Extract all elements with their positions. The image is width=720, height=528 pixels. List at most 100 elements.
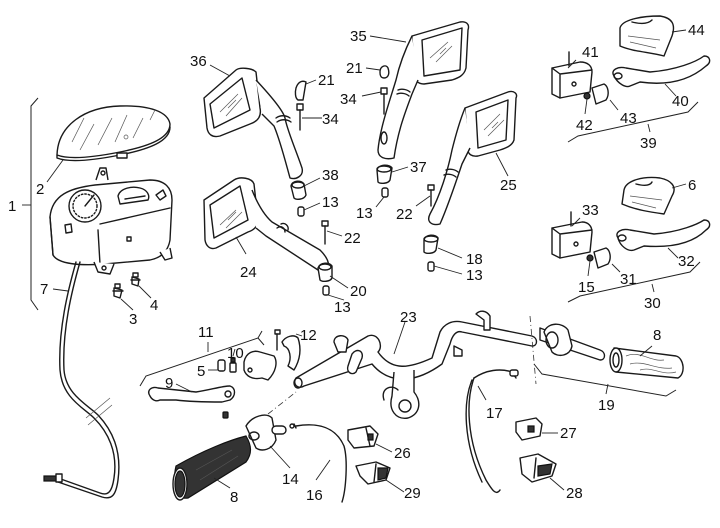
label-35: 35 <box>350 28 367 45</box>
throttle-housing-14 <box>245 414 287 451</box>
leader-14 <box>269 445 291 469</box>
leader-13d <box>433 265 463 275</box>
master-cylinder-41 <box>551 51 609 105</box>
label-24: 24 <box>240 264 257 281</box>
leader-42 <box>584 98 588 115</box>
clamp-12 <box>274 329 301 371</box>
reservoir-cover-44 <box>619 15 675 57</box>
label-15: 15 <box>578 279 595 296</box>
label-19: 19 <box>598 397 615 414</box>
label-38: 38 <box>322 167 339 184</box>
instrument-cluster <box>49 167 173 275</box>
brake-lever-40 <box>612 55 711 88</box>
mirror-mount-18 <box>423 234 439 255</box>
leader-2 <box>46 159 64 183</box>
screw-22a <box>321 220 329 245</box>
small-nut <box>222 411 229 419</box>
label-40: 40 <box>672 93 689 110</box>
pivot-screw-10 <box>229 357 237 373</box>
label-22a: 22 <box>344 230 361 247</box>
label-1: 1 <box>8 198 16 215</box>
reservoir-cover-6 <box>621 176 675 215</box>
leader-31 <box>611 263 621 273</box>
label-13a: 13 <box>322 194 339 211</box>
label-25: 25 <box>500 177 517 194</box>
leader-29 <box>385 479 405 493</box>
bulb-holder-3 <box>112 283 124 299</box>
label-13c: 13 <box>356 205 373 222</box>
label-29: 29 <box>404 485 421 502</box>
leader-23 <box>393 321 406 355</box>
leader-39 <box>647 123 651 133</box>
screw-34b <box>380 87 388 115</box>
label-4: 4 <box>150 297 158 314</box>
label-8a: 8 <box>230 489 238 506</box>
speedometer-cable <box>43 261 120 499</box>
label-26: 26 <box>394 445 411 462</box>
leader-21b <box>365 67 381 71</box>
cap-21b <box>379 65 390 79</box>
label-36: 36 <box>190 53 207 70</box>
leader-44 <box>671 29 687 33</box>
leader-13c <box>375 196 385 208</box>
leader-22a <box>326 230 343 237</box>
nut-13a <box>297 206 305 217</box>
label-20: 20 <box>350 283 367 300</box>
leader-41 <box>567 59 577 69</box>
label-10: 10 <box>227 345 244 362</box>
nut-13b <box>322 285 330 296</box>
leader-38 <box>303 177 321 187</box>
mirror-mount-37 <box>376 164 393 185</box>
leader-7 <box>52 288 69 292</box>
label-3: 3 <box>129 311 137 328</box>
leader-40 <box>664 83 677 97</box>
leader-20 <box>329 275 349 289</box>
leader-36 <box>209 64 231 77</box>
leader-6 <box>671 183 687 189</box>
bracket-11 <box>139 330 265 387</box>
leader-33 <box>571 217 581 227</box>
label-2: 2 <box>36 181 44 198</box>
instrument-cover-glass <box>56 105 171 162</box>
switch-28 <box>519 453 557 483</box>
label-42: 42 <box>576 117 593 134</box>
screw-22b <box>427 184 435 207</box>
label-14: 14 <box>282 471 299 488</box>
label-43: 43 <box>620 110 637 127</box>
mirror-25 <box>429 91 518 226</box>
leader-19 <box>605 383 609 395</box>
leader-8a <box>213 477 231 489</box>
master-cylinder-33 <box>551 211 611 269</box>
leader-26 <box>375 443 393 453</box>
label-12: 12 <box>300 327 317 344</box>
label-31: 31 <box>620 271 637 288</box>
leader-34b <box>361 91 382 97</box>
bracket-30 <box>567 261 701 303</box>
label-30: 30 <box>644 295 661 312</box>
leader-43 <box>609 99 619 111</box>
leader-35 <box>369 35 407 43</box>
mirror-36 <box>203 67 304 180</box>
leader-9 <box>175 383 193 393</box>
label-16: 16 <box>306 487 323 504</box>
label-32: 32 <box>678 253 695 270</box>
label-5: 5 <box>197 363 205 380</box>
leader-24 <box>235 236 247 255</box>
screw-34a <box>296 103 304 131</box>
mirror-24 <box>203 177 330 271</box>
throttle-cable-16 <box>289 423 347 503</box>
label-28: 28 <box>566 485 583 502</box>
mirror-mount-38 <box>290 180 307 200</box>
leader-17 <box>477 385 487 401</box>
throttle-tube <box>539 323 606 361</box>
leader-13b <box>327 294 345 301</box>
label-8b: 8 <box>653 327 661 344</box>
leader-4 <box>138 285 152 299</box>
label-22b: 22 <box>396 206 413 223</box>
leader-12 <box>295 333 303 337</box>
label-13d: 13 <box>466 267 483 284</box>
label-18: 18 <box>466 251 483 268</box>
leader-28 <box>549 477 565 491</box>
leader-18 <box>437 247 463 259</box>
